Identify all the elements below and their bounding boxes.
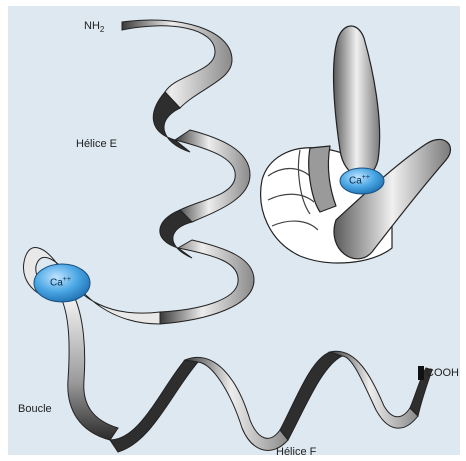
calcium-label-hand: Ca++ <box>349 174 370 186</box>
nh2-label: NH2 <box>84 20 104 34</box>
calcium-label-loop: Ca++ <box>50 276 71 288</box>
loop-label: Boucle <box>18 403 52 415</box>
cooh-label: COOH <box>426 367 459 379</box>
helix-e-label: Hélice E <box>76 138 117 150</box>
helix-f-label: Hélice F <box>276 446 316 458</box>
cooh-terminal-mark <box>418 366 424 380</box>
